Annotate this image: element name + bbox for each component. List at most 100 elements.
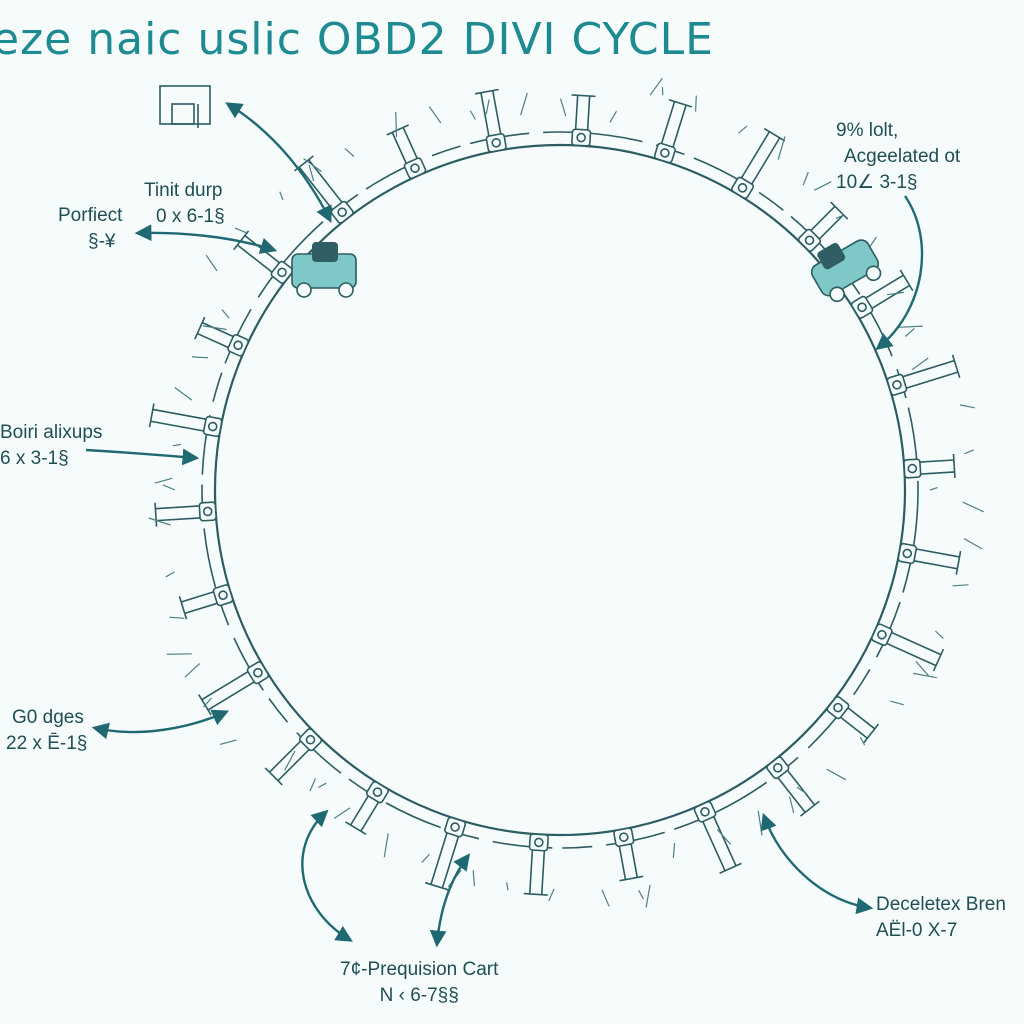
sketch-mark — [716, 828, 732, 845]
arrow-left-low — [91, 709, 230, 740]
car-icon — [291, 242, 357, 298]
ring-station — [693, 800, 742, 874]
sketch-mark — [560, 98, 567, 117]
callout-bottom-center-line1: 7¢-Prequision Cart — [340, 959, 499, 980]
ring-station — [730, 127, 786, 200]
ring-station — [154, 501, 217, 527]
sketch-mark — [506, 882, 509, 891]
sketch-mark — [911, 357, 929, 371]
ring-station — [523, 833, 549, 896]
sketch-mark — [962, 501, 984, 513]
sketch-mark — [649, 77, 663, 96]
sketch-mark — [638, 890, 644, 900]
sketch-mark — [887, 291, 904, 296]
ring-station — [293, 155, 354, 224]
sketch-mark — [915, 661, 929, 677]
sketch-mark — [609, 110, 618, 123]
sketch-mark — [520, 92, 528, 116]
sketch-mark — [169, 616, 185, 619]
ring-station — [571, 94, 596, 147]
sketch-mark — [485, 99, 490, 115]
ring-station — [424, 816, 467, 891]
sketch-mark — [548, 888, 555, 902]
sketch-mark — [964, 449, 974, 455]
sketch-mark — [859, 736, 866, 746]
ring-station — [148, 403, 223, 438]
diagram-title: eze naic uslic OBD2 DIVI CYCLE — [0, 14, 714, 65]
sketch-mark — [897, 325, 923, 328]
sketch-mark — [184, 663, 201, 678]
sketch-mark — [205, 254, 218, 272]
callout-left-low-line1: G0 dges — [12, 707, 84, 728]
sketch-mark — [835, 214, 845, 219]
sketch-mark — [802, 171, 809, 186]
sketch-mark — [344, 148, 355, 157]
sketch-mark — [309, 778, 317, 792]
sketch-mark — [308, 164, 315, 182]
sketch-mark — [672, 842, 676, 858]
callout-left-low-line2: 22 x Ē-1§ — [6, 733, 88, 754]
car-icon — [810, 239, 882, 303]
sketch-mark — [148, 517, 171, 526]
ring-station — [474, 88, 507, 153]
callout-bottom-right: Deceletex Bren AËl-0 X-7 — [876, 892, 1006, 944]
ring-station — [886, 354, 961, 396]
sketch-mark — [383, 833, 389, 858]
cycle-ring — [201, 131, 919, 849]
arrow-bottom-mid — [429, 853, 471, 948]
ring-station — [264, 728, 323, 786]
ring-station — [653, 98, 693, 164]
callout-top-right-line3: 10∠ 3-1§ — [836, 172, 918, 193]
sketch-mark — [645, 884, 651, 908]
sketch-mark — [472, 870, 475, 887]
sketch-mark — [963, 538, 983, 550]
callout-top-right-line2: Acgeelated ot — [844, 146, 961, 167]
callout-arrows — [85, 102, 924, 948]
sketch-mark — [172, 443, 181, 447]
callout-bottom-center-line2: N ‹ 6-7§§ — [379, 985, 459, 1006]
sketch-mark — [952, 584, 969, 587]
ring-stations — [148, 88, 962, 896]
sketch-mark — [777, 136, 786, 160]
sketch-mark — [469, 110, 476, 120]
callout-left-low: G0 dges 22 x Ē-1§ — [6, 705, 87, 757]
callout-left-top-line1: Porfiect — [58, 205, 123, 226]
sketch-mark — [202, 325, 227, 331]
sketch-mark — [428, 106, 442, 124]
sketch-mark — [813, 181, 832, 191]
ring-station — [766, 756, 820, 817]
arrow-top-right — [875, 195, 924, 351]
callout-left-mid: Boiri alixups 6 x 3-1§ — [0, 420, 102, 472]
sketch-mark — [234, 227, 249, 234]
sketch-mark — [165, 571, 175, 578]
sketch-mark — [905, 328, 915, 337]
sketch-mark — [284, 750, 296, 771]
ring-station — [345, 780, 390, 836]
callout-left-top-line2: §-¥ — [88, 231, 116, 252]
sketch-mark — [202, 697, 212, 708]
ring-station — [386, 124, 427, 180]
ring-station — [897, 542, 962, 575]
callout-left-top: Porfiect §-¥ — [58, 203, 122, 255]
ring-station — [194, 316, 249, 357]
sketch-mark — [421, 853, 430, 863]
sketch-mark — [959, 404, 975, 409]
ring-station — [233, 230, 294, 284]
ring-station — [826, 696, 880, 744]
sketch-mark — [796, 786, 808, 795]
sketch-marks — [148, 77, 984, 908]
sketch-mark — [913, 672, 937, 679]
callout-left-mid-line2: 6 x 3-1§ — [0, 448, 69, 469]
sketch-mark — [890, 700, 904, 706]
callout-left-mid-line1: Boiri alixups — [0, 422, 103, 443]
callout-upper-left-line2: 0 x 6-1§ — [156, 206, 225, 227]
sketch-mark — [395, 111, 398, 138]
sketch-mark — [303, 158, 322, 172]
sketch-mark — [154, 477, 173, 484]
callout-top-right-line1: 9% lolt, — [836, 120, 899, 141]
arrow-top-left — [225, 102, 332, 224]
sketch-mark — [826, 768, 847, 781]
sketch-mark — [166, 653, 192, 655]
sketch-mark — [191, 356, 209, 359]
ring-station — [797, 201, 849, 252]
